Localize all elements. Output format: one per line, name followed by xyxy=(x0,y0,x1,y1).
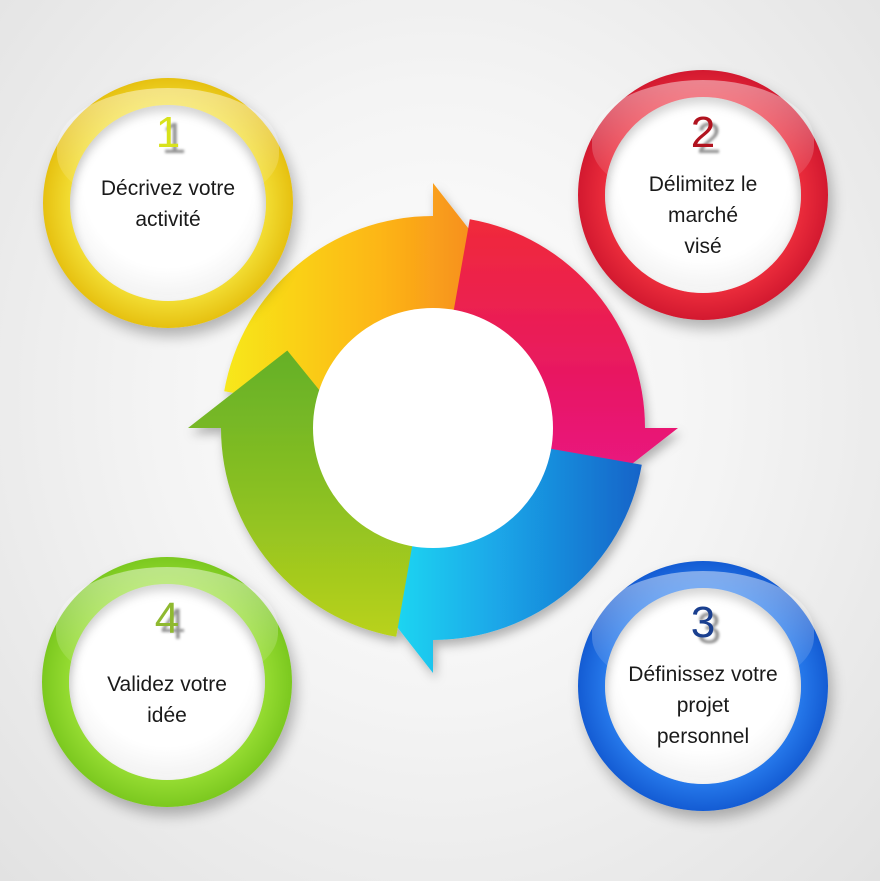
step-1-number: 1 1 xyxy=(155,108,187,163)
step-4-number: 4 4 xyxy=(154,594,186,649)
cycle-center xyxy=(313,308,553,548)
step-2-inner xyxy=(605,97,801,293)
step-2-number: 2 2 xyxy=(690,108,722,163)
step-1-circle: 1 1 Décrivez votre activité xyxy=(43,78,293,328)
arrow-right-icon xyxy=(453,219,678,506)
step-1-label: Décrivez votre activité xyxy=(100,177,236,231)
step-4-circle: 4 4 Validez votre idée xyxy=(42,557,292,807)
step-3-label: Définissez votre projet personnel xyxy=(628,663,778,748)
arrow-left-icon xyxy=(188,350,413,637)
step-3-inner xyxy=(605,588,801,784)
step-2-label: Délimitez le marché visé xyxy=(648,173,758,258)
step-3-number: 3 3 xyxy=(690,598,722,653)
step-3-circle: 3 3 Définissez votre projet personnel xyxy=(578,561,828,811)
step-4-inner xyxy=(69,584,265,780)
step-2-circle: 2 2 Délimitez le marché visé xyxy=(578,70,828,320)
step-1-inner xyxy=(70,105,266,301)
arrow-top-icon xyxy=(224,183,511,408)
arrow-bottom-icon xyxy=(355,448,642,673)
step-4-label: Validez votre idée xyxy=(107,673,227,727)
